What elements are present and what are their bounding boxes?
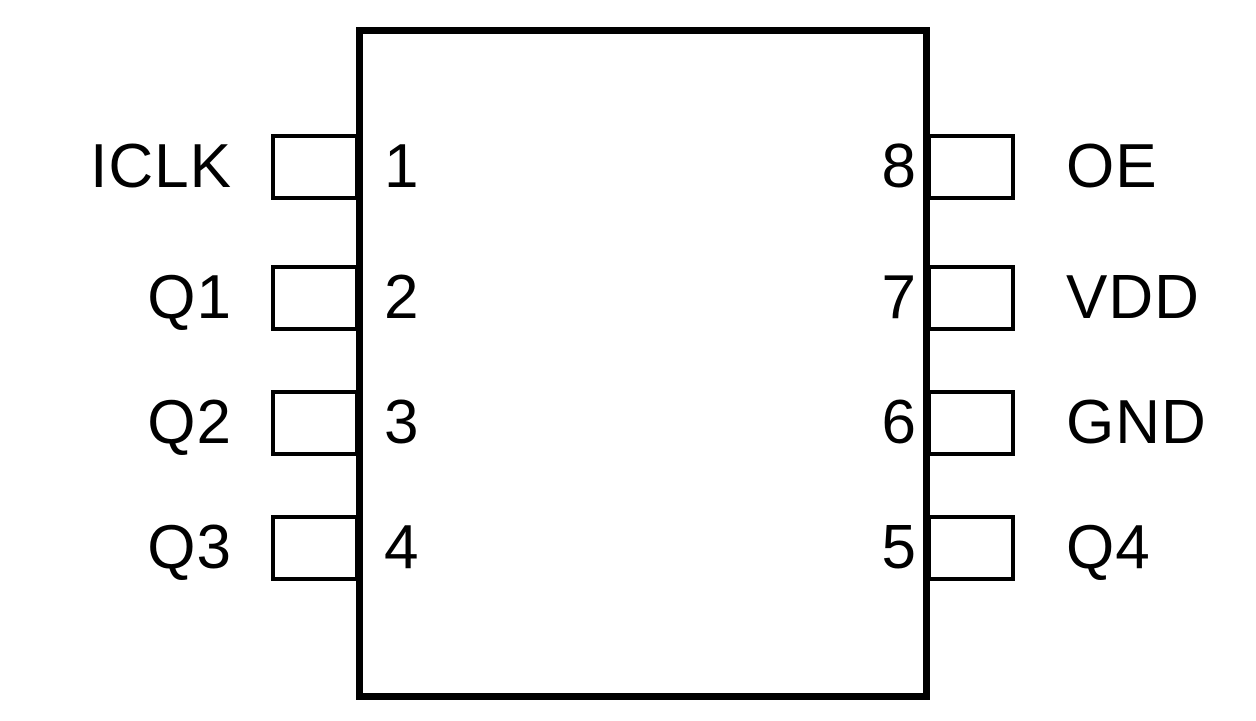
pin-number-2: 2 (384, 263, 419, 332)
pin-lead-7 (927, 265, 1015, 331)
ic-package-body (356, 27, 930, 700)
pin-label-q2: Q2 (147, 388, 232, 457)
pin-lead-6 (927, 390, 1015, 456)
pin-label-q3: Q3 (147, 513, 232, 582)
pin-number-8: 8 (881, 132, 916, 201)
pin-number-4: 4 (384, 513, 419, 582)
pin-label-q4: Q4 (1066, 513, 1151, 582)
pin-lead-2 (271, 265, 359, 331)
pin-label-q1: Q1 (147, 263, 232, 332)
pin-number-5: 5 (881, 513, 916, 582)
pin-lead-4 (271, 515, 359, 581)
pin-number-1: 1 (384, 132, 419, 201)
pin-lead-5 (927, 515, 1015, 581)
pin-number-7: 7 (881, 263, 916, 332)
pin-label-gnd: GND (1066, 388, 1207, 457)
pin-number-6: 6 (881, 388, 916, 457)
pin-label-vdd: VDD (1066, 263, 1200, 332)
pin-lead-8 (927, 134, 1015, 200)
pin-lead-1 (271, 134, 359, 200)
pin-lead-3 (271, 390, 359, 456)
pin-label-iclk: ICLK (90, 132, 232, 201)
pin-number-3: 3 (384, 388, 419, 457)
pin-label-oe: OE (1066, 132, 1158, 201)
